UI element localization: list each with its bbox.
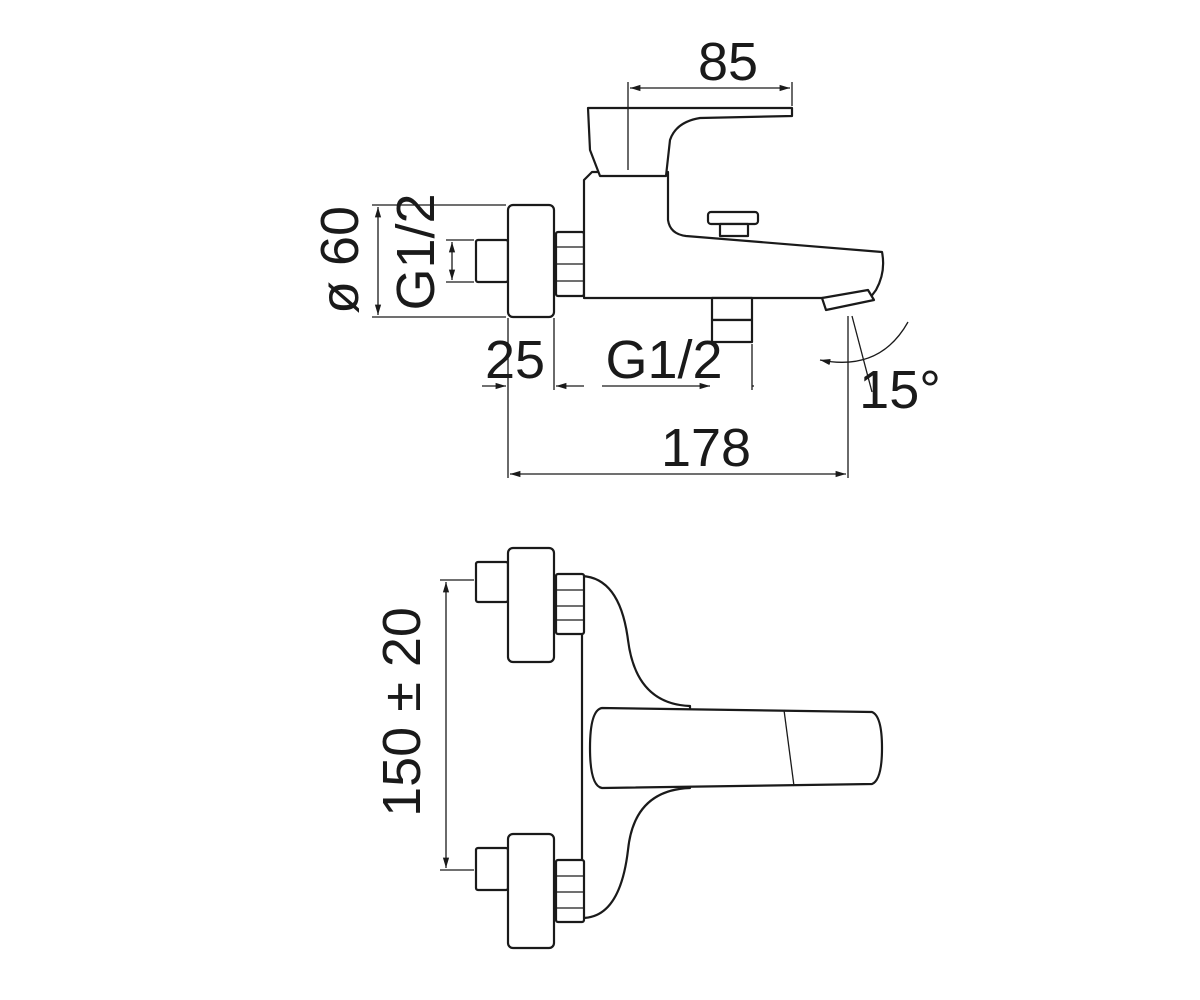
dim-inlet-thread-label: G1/2 [386, 193, 446, 310]
inlet-pipe-top [474, 560, 510, 604]
inlet-pipe-bottom [474, 846, 510, 892]
diverter-stem [718, 222, 750, 238]
side-view: 85 ø 60 G1/2 25 G1/2 15° 178 [310, 32, 941, 478]
wall-flange-top [506, 546, 556, 664]
mixer-body [582, 170, 885, 300]
shower-outlet-thread [710, 318, 754, 344]
hex-nut-bottom [554, 858, 586, 924]
dim-angle-label: 15° [859, 360, 941, 420]
dim-arc-15 [819, 321, 909, 366]
inlet-pipe-stub [474, 238, 510, 284]
dim-178-label: 178 [661, 418, 751, 478]
wall-flange-bottom [506, 832, 556, 950]
hex-nut-top [554, 572, 586, 636]
lever-handle [586, 106, 794, 178]
dim-85-label: 85 [698, 32, 758, 92]
dim-25-label: 25 [485, 330, 545, 390]
dim-150-label: 150 ± 20 [372, 607, 432, 817]
shower-outlet [710, 296, 754, 322]
spout-tip [820, 288, 876, 312]
wall-flange [506, 203, 556, 319]
dim-d60-label: ø 60 [310, 206, 370, 314]
diverter-knob [706, 210, 760, 226]
dim-outlet-thread-label: G1/2 [605, 330, 722, 390]
front-view: 150 ± 20 [372, 546, 884, 950]
lever-handle-front [588, 706, 884, 790]
